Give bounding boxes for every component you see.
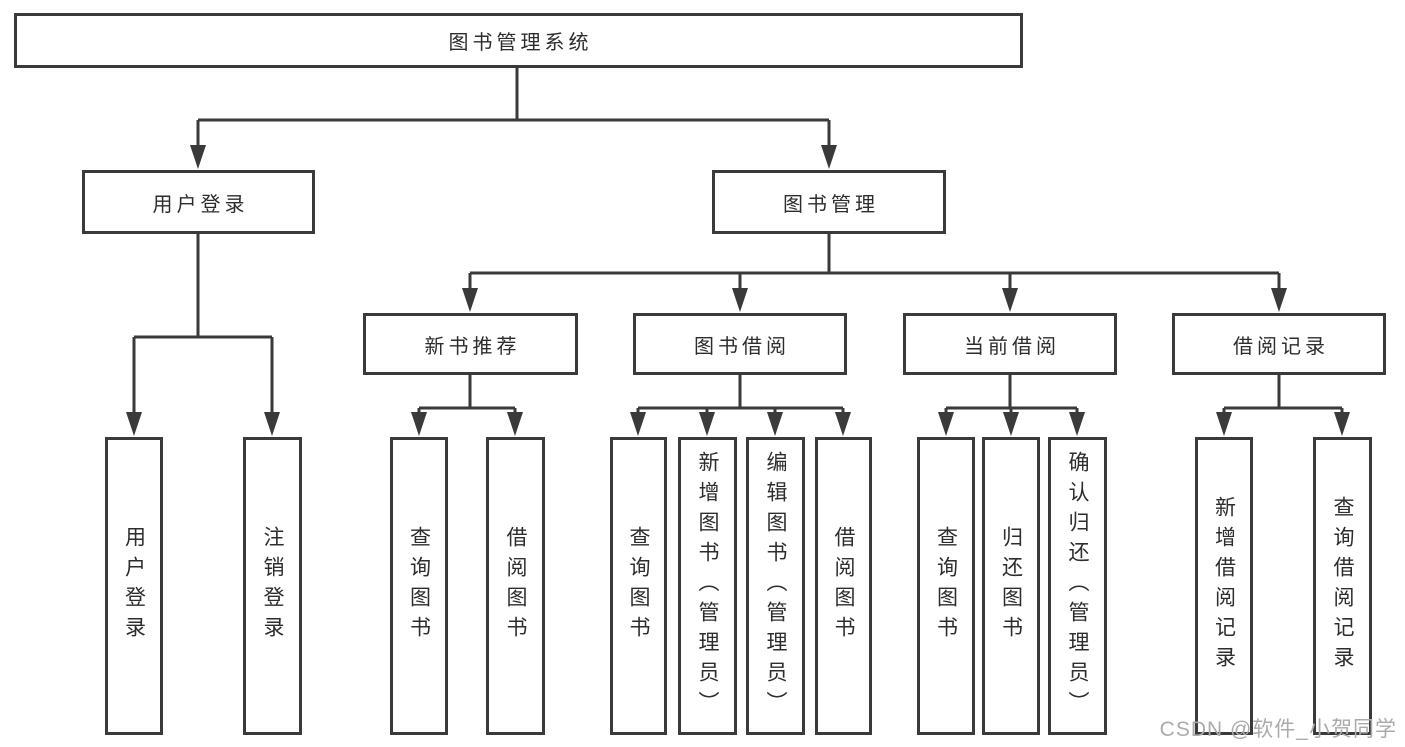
node-current-borrowing: 当前借阅 (903, 313, 1117, 375)
leaf-query-book-current: 查询图书 (917, 437, 975, 735)
node-current-borrowing-label: 当前借阅 (964, 335, 1060, 358)
leaf-add-book-admin-label: 新增图书（管理员） (696, 451, 719, 721)
leaf-add-borrow-record: 新增借阅记录 (1195, 437, 1253, 735)
leaf-logout: 注销登录 (243, 437, 302, 735)
leaf-query-borrow-record: 查询借阅记录 (1313, 437, 1372, 735)
leaf-logout-label: 注销登录 (261, 526, 284, 646)
node-user-login-label: 用户登录 (152, 193, 249, 216)
node-book-management-label: 图书管理 (783, 193, 879, 216)
leaf-user-login: 用户登录 (105, 437, 163, 735)
node-borrow-records-label: 借阅记录 (1233, 335, 1329, 358)
leaf-edit-book-admin-label: 编辑图书（管理员） (764, 451, 787, 721)
leaf-add-borrow-record-label: 新增借阅记录 (1212, 496, 1236, 676)
node-new-book-recommend-label: 新书推荐 (424, 335, 521, 358)
node-user-login: 用户登录 (82, 170, 315, 234)
node-root: 图书管理系统 (14, 13, 1023, 68)
leaf-add-book-admin: 新增图书（管理员） (678, 437, 737, 735)
node-book-management: 图书管理 (712, 170, 946, 234)
leaf-query-borrow-record-label: 查询借阅记录 (1331, 496, 1354, 676)
leaf-query-book-borrowing: 查询图书 (610, 437, 667, 735)
leaf-query-book-recommend-label: 查询图书 (407, 526, 431, 646)
leaf-user-login-label: 用户登录 (122, 526, 146, 646)
leaf-return-book-label: 归还图书 (999, 526, 1023, 646)
leaf-borrow-book-recommend-label: 借阅图书 (504, 526, 527, 646)
leaf-query-book-current-label: 查询图书 (934, 526, 958, 646)
leaf-borrow-book-borrowing-label: 借阅图书 (832, 526, 855, 646)
leaf-query-book-borrowing-label: 查询图书 (627, 526, 650, 646)
node-book-borrowing-label: 图书借阅 (694, 335, 790, 358)
leaf-confirm-return-admin: 确认归还（管理员） (1048, 437, 1107, 735)
node-book-borrowing: 图书借阅 (633, 313, 847, 375)
leaf-return-book: 归还图书 (982, 437, 1040, 735)
node-new-book-recommend: 新书推荐 (363, 313, 578, 375)
leaf-borrow-book-recommend: 借阅图书 (486, 437, 545, 735)
leaf-borrow-book-borrowing: 借阅图书 (815, 437, 872, 735)
leaf-confirm-return-admin-label: 确认归还（管理员） (1066, 451, 1089, 721)
leaf-edit-book-admin: 编辑图书（管理员） (746, 437, 805, 735)
node-root-label: 图书管理系统 (448, 32, 593, 54)
node-borrow-records: 借阅记录 (1172, 313, 1386, 375)
csdn-watermark: CSDN @软件_小贺同学 (1159, 718, 1397, 741)
leaf-query-book-recommend: 查询图书 (390, 437, 448, 735)
